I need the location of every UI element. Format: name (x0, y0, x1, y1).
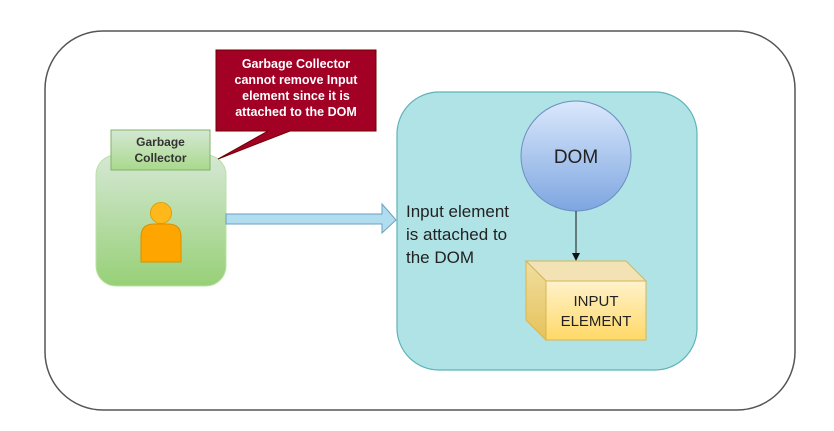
dom-caption-line-3: the DOM (406, 248, 474, 267)
person-icon (140, 202, 182, 263)
callout-line-1: Garbage Collector (242, 57, 350, 71)
gc-label-line-2: Collector (134, 151, 186, 165)
dom-node[interactable]: DOM (520, 100, 632, 212)
callout-note: Garbage Collector cannot remove Input el… (215, 49, 377, 160)
dom-to-input-connector (572, 211, 580, 261)
dom-node-label: DOM (554, 147, 598, 168)
input-element-cube[interactable]: INPUT ELEMENT (524, 259, 648, 342)
garbage-collector-label: Garbage Collector (110, 129, 211, 171)
dom-caption-line-2: is attached to (406, 225, 507, 244)
callout-line-4: attached to the DOM (235, 105, 357, 119)
callout-line-2: cannot remove Input (235, 73, 359, 87)
dom-caption: Input element is attached to the DOM (406, 202, 509, 267)
callout-line-3: element since it is (242, 89, 350, 103)
garbage-collector-box[interactable] (95, 154, 227, 287)
input-element-label-line-2: ELEMENT (561, 313, 632, 330)
dom-caption-line-1: Input element (406, 202, 509, 221)
input-element-label-line-1: INPUT (574, 293, 619, 310)
right-arrow-icon (225, 202, 397, 235)
gc-label-line-1: Garbage (136, 135, 185, 149)
